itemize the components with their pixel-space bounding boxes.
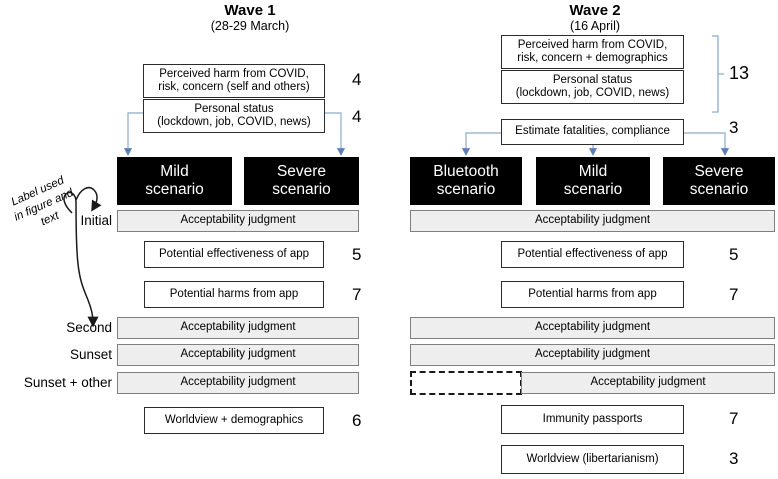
wave2-header-box-2-line-1: Personal status bbox=[552, 73, 633, 86]
wave1-title: Wave 1 bbox=[224, 2, 276, 19]
wave2-header-box-1-line-1: Perceived harm from COVID, bbox=[517, 38, 668, 51]
wave1-header-count-2: 4 bbox=[352, 107, 362, 126]
wave2-scenario-severe: Severe scenario bbox=[663, 157, 775, 205]
wave2-row-1-count: 5 bbox=[729, 245, 739, 264]
wave1-header-box-2-line-2: (lockdown, job, COVID, news) bbox=[157, 116, 311, 128]
wave2-scenario-bluetooth-line-1: Bluetooth bbox=[433, 163, 499, 180]
wave2-row-7-count: 3 bbox=[729, 449, 739, 468]
wave1-header-box-2: Personal status (lockdown, job, COVID, n… bbox=[143, 99, 325, 133]
wave1-scenario-severe: Severe scenario bbox=[244, 157, 359, 205]
wave1-header-box-1-line-2: risk, concern (self and others) bbox=[158, 81, 310, 93]
wave1-header-box-1: Perceived harm from COVID, risk, concern… bbox=[143, 64, 325, 98]
wave1-header-box-1-line-1: Perceived harm from COVID, bbox=[159, 67, 309, 80]
wave2-row-6-count: 7 bbox=[729, 409, 739, 428]
wave1-scenario-mild-line-2: scenario bbox=[145, 181, 204, 198]
wave1-row-5: Acceptability judgment bbox=[117, 372, 359, 394]
wave2-brace-count: 13 bbox=[729, 63, 750, 83]
row-label-second: Second bbox=[66, 320, 112, 335]
wave1-scenario-severe-line-2: scenario bbox=[272, 181, 331, 198]
wave2-brace bbox=[712, 35, 724, 113]
wave2-header-box-2-line-2: (lockdown, job, COVID, news) bbox=[515, 87, 670, 99]
wave2-row-3: Acceptability judgment bbox=[410, 317, 775, 339]
wave2-dates: (16 April) bbox=[569, 19, 621, 33]
wave2-row-1: Potential effectiveness of app bbox=[501, 241, 684, 268]
wave2-row-7: Worldview (libertarianism) bbox=[501, 445, 684, 474]
wave1-scenario-severe-line-1: Severe bbox=[276, 163, 327, 180]
row-label-initial: Initial bbox=[80, 213, 112, 228]
wave2-row-2-count: 7 bbox=[729, 285, 739, 304]
wave2-header-box-3: Estimate fatalities, compliance bbox=[501, 119, 684, 145]
wave2-scenario-severe-line-2: scenario bbox=[689, 181, 749, 198]
wave2-row-5: Acceptability judgment bbox=[521, 372, 775, 394]
wave1-dates: (28-29 March) bbox=[210, 19, 290, 33]
wave2-scenario-severe-line-1: Severe bbox=[694, 163, 744, 180]
wave2-row-4: Acceptability judgment bbox=[410, 344, 775, 366]
wave1-row-3: Acceptability judgment bbox=[117, 317, 359, 339]
wave1-row-0: Acceptability judgment bbox=[117, 210, 359, 232]
row-label-sunset: Sunset bbox=[69, 347, 112, 362]
wave2-header-box-1-line-2: risk, concern + demographics bbox=[517, 52, 668, 64]
wave1-row-4: Acceptability judgment bbox=[117, 344, 359, 366]
wave1-row-6-count: 6 bbox=[352, 411, 362, 430]
wave1-row-2: Potential harms from app bbox=[144, 281, 324, 308]
wave2-scenario-mild-line-2: scenario bbox=[563, 181, 623, 198]
wave2-row-6: Immunity passports bbox=[501, 405, 684, 434]
wave2-scenario-bluetooth: Bluetooth scenario bbox=[410, 157, 522, 205]
wave2-row-5-dashed-placeholder bbox=[410, 371, 522, 395]
wave2-estimate-count: 3 bbox=[729, 118, 739, 137]
wave2-row-2: Potential harms from app bbox=[501, 281, 684, 308]
wave1-row-6: Worldview + demographics bbox=[144, 407, 324, 434]
wave2-scenario-mild-line-1: Mild bbox=[578, 163, 608, 180]
wave2-title: Wave 2 bbox=[569, 2, 621, 19]
wave2-header-box-3-line-1: Estimate fatalities, compliance bbox=[515, 125, 670, 138]
wave2-header-box-1: Perceived harm from COVID, risk, concern… bbox=[501, 35, 684, 69]
wave1-scenario-mild-line-1: Mild bbox=[160, 163, 189, 180]
wave1-row-1-count: 5 bbox=[352, 245, 362, 264]
wave1-scenario-mild: Mild scenario bbox=[117, 157, 232, 205]
wave1-row-2-count: 7 bbox=[352, 285, 362, 304]
wave1-header-count-1: 4 bbox=[352, 70, 362, 89]
wave1-row-1: Potential effectiveness of app bbox=[144, 241, 324, 268]
wave1-header-box-2-line-1: Personal status bbox=[194, 102, 274, 115]
wave2-row-0: Acceptability judgment bbox=[410, 210, 775, 232]
wave2-scenario-mild: Mild scenario bbox=[536, 157, 650, 205]
wave2-header-box-2: Personal status (lockdown, job, COVID, n… bbox=[501, 70, 684, 104]
wave2-scenario-bluetooth-line-2: scenario bbox=[436, 181, 496, 198]
row-label-sunset-other: Sunset + other bbox=[23, 375, 112, 390]
